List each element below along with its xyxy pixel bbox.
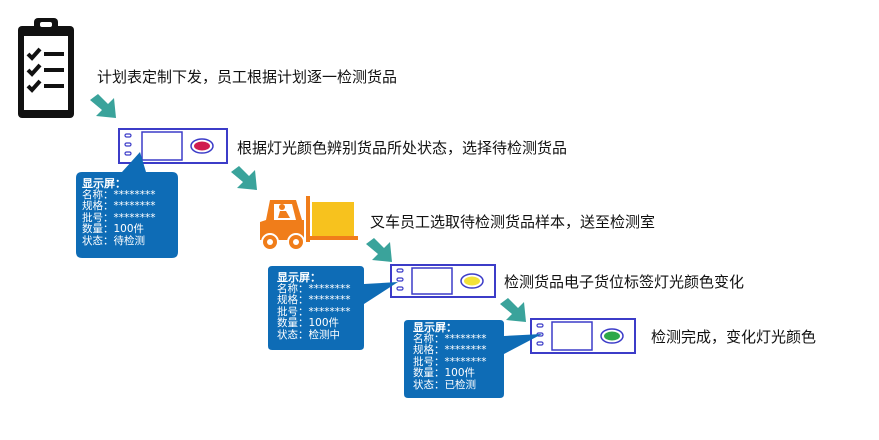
callout-line: 状态：待检测 [82,234,145,247]
callout-line: 批号：******** [413,355,487,368]
callout-line: 数量：100件 [82,223,145,235]
callout-line: 名称：******** [277,282,351,295]
teal-down-right-arrow-icon [231,166,257,190]
display-callout-3 [404,320,542,398]
display-callout-2-text: 显示屏： 名称：******** 规格：******** 批号：********… [277,272,351,341]
teal-down-right-arrow-icon [366,238,392,262]
electronic-shelf-label-icon [390,264,496,298]
display-callout-1 [76,152,178,258]
display-callout-2 [268,266,398,350]
callout-line: 数量：100件 [277,317,340,329]
display-callout-3-text: 显示屏： 名称：******** 规格：******** 批号：********… [413,322,487,391]
callout-title: 显示屏： [277,271,321,284]
callout-line: 批号：******** [277,305,351,318]
callout-line: 规格：******** [277,294,351,306]
step-1-text: 计划表定制下发，员工根据计划逐一检测货品 [97,68,398,86]
callout-title: 显示屏： [413,321,457,334]
step-4-text: 检测货品电子货位标签灯光颜色变化 [504,273,745,291]
callout-line: 数量：100件 [413,367,476,379]
callout-title: 显示屏： [82,177,126,190]
step-2-text: 根据灯光颜色辨别货品所处状态，选择待检测货品 [237,139,568,157]
clipboard-checklist-icon [18,18,74,118]
callout-line: 批号：******** [82,211,156,224]
callout-line: 规格：******** [82,200,156,212]
step-3-text: 叉车员工选取待检测货品样本，送至检测室 [370,213,656,231]
teal-down-right-arrow-icon [500,298,526,322]
callout-line: 名称：******** [82,188,156,201]
display-callout-1-text: 显示屏： 名称：******** 规格：******** 批号：********… [82,178,156,247]
callout-line: 状态：检测中 [277,328,340,341]
callout-line: 名称：******** [413,332,487,345]
callout-line: 状态：已检测 [413,378,476,391]
electronic-shelf-label-icon [118,128,228,164]
electronic-shelf-label-icon [530,318,636,354]
step-5-text: 检测完成，变化灯光颜色 [651,328,817,346]
forklift-icon [260,196,358,251]
callout-line: 规格：******** [413,344,487,356]
teal-down-right-arrow-icon [90,94,116,118]
